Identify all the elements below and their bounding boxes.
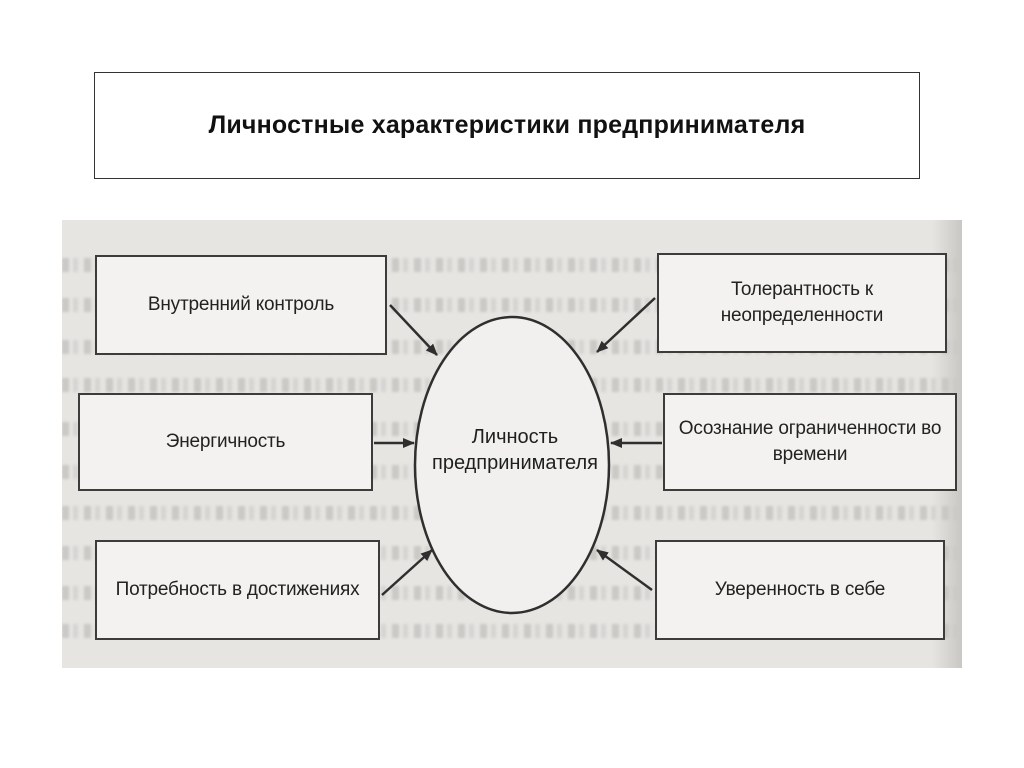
node-achievement-need: Потребность в достижениях bbox=[95, 540, 380, 640]
arrow-left-top bbox=[389, 304, 438, 356]
node-uncertainty-tolerance: Толерантность к неопределенности bbox=[657, 253, 947, 353]
node-self-confidence: Уверенность в себе bbox=[655, 540, 945, 640]
arrow-right-bottom bbox=[596, 548, 653, 592]
node-time-awareness: Осознание ограниченности во времени bbox=[663, 393, 957, 491]
arrow-left-bottom bbox=[381, 549, 433, 596]
arrow-right-top bbox=[596, 297, 656, 353]
diagram-title: Личностные характеристики предпринимател… bbox=[208, 111, 806, 139]
node-energy: Энергичность bbox=[78, 393, 373, 491]
title-box: Личностные характеристики предпринимател… bbox=[94, 72, 920, 179]
center-label: Личность предпринимателя bbox=[432, 426, 598, 474]
center-ellipse bbox=[413, 315, 611, 615]
node-internal-control: Внутренний контроль bbox=[95, 255, 387, 355]
